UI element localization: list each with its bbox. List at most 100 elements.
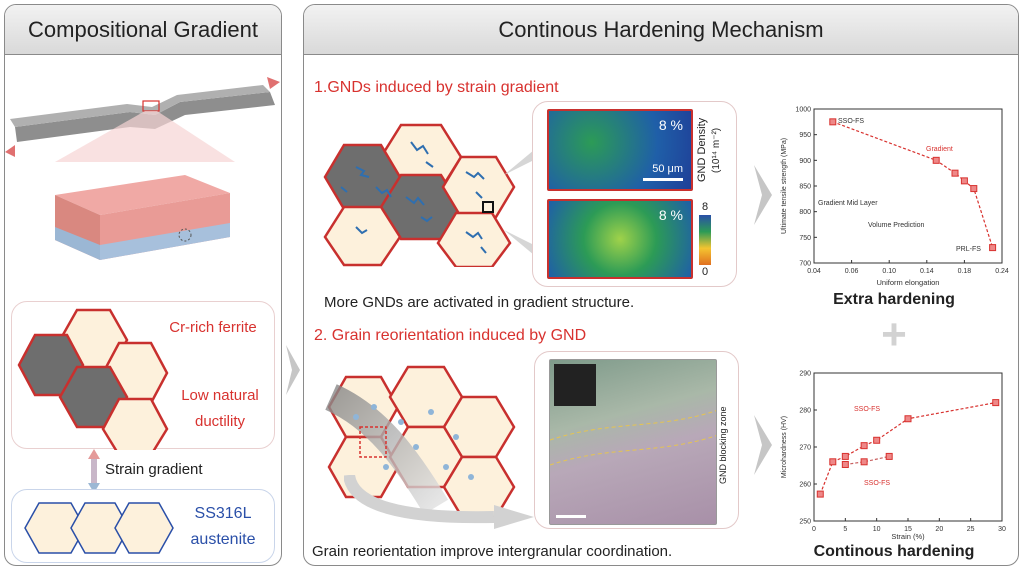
series-line: [832, 121, 994, 248]
left-arrow-icon: [5, 145, 15, 157]
annotation-label: SSO-FS: [838, 118, 864, 125]
x-tick-label: 15: [904, 526, 912, 533]
x-tick-label: 25: [967, 526, 975, 533]
diffraction-inset: [554, 364, 596, 406]
data-point: [960, 177, 968, 185]
ductility-label-line2: ductility: [194, 413, 246, 430]
x-axis-label: Uniform elongation: [877, 278, 940, 287]
x-tick-label: 0: [812, 526, 816, 533]
annotation-label: SSO-FS: [854, 406, 880, 413]
x-tick-label: 0.10: [882, 268, 896, 275]
y-tick-label: 250: [799, 519, 811, 526]
y-tick-label: 700: [799, 261, 811, 268]
data-point: [841, 460, 849, 468]
y-tick-label: 290: [799, 371, 811, 378]
y-tick-label: 280: [799, 408, 811, 415]
chart2-pointer-icon: [754, 415, 772, 475]
map2-strain-label: 8 %: [658, 207, 683, 223]
map1-scale-label: 50 μm: [652, 163, 683, 175]
gnd-grains-illustration: [323, 123, 516, 267]
continous-hardening-label: Continous hardening: [813, 543, 975, 560]
section1-caption: More GNDs are activated in gradient stru…: [324, 294, 635, 311]
austenite-label-line1: SS316L: [194, 505, 252, 522]
grain-reorientation-illustration: [324, 365, 516, 519]
data-point: [829, 118, 837, 126]
annotation-label: Volume Prediction: [868, 222, 925, 229]
left-panel-title: Compositional Gradient: [5, 5, 281, 55]
data-point: [860, 458, 868, 466]
annotation-label: Gradient Mid Layer: [818, 200, 878, 207]
data-point: [970, 185, 978, 193]
map1-strain-label: 8 %: [658, 117, 683, 133]
gnd-axis-unit: (10¹⁴ m⁻²): [711, 127, 722, 173]
double-arrow-icon: [88, 449, 100, 493]
gnd-map-top: 8 % 50 μm: [547, 109, 693, 191]
data-point: [989, 244, 997, 252]
x-tick-label: 0.14: [920, 268, 934, 275]
colorbar-min-label: 0: [702, 266, 709, 278]
ductility-label-line1: Low natural: [181, 387, 259, 404]
section2-caption: Grain reorientation improve intergranula…: [312, 543, 673, 560]
right-arrow-icon: [267, 77, 280, 89]
austenite-grains-illustration: [24, 502, 174, 554]
x-tick-label: 0.18: [958, 268, 972, 275]
y-axis-label: Ultimate tensile strength (MPa): [781, 138, 788, 234]
chart1-pointer-icon: [754, 165, 772, 225]
strain-gradient-label: Strain gradient: [105, 461, 203, 478]
compositional-gradient-panel: Compositional Gradient Cr-rich ferrite L…: [4, 4, 282, 566]
y-tick-label: 950: [799, 132, 811, 139]
hardening-mechanism-panel: Continous Hardening Mechanism 1.GNDs ind…: [303, 4, 1019, 566]
strength-elongation-chart: 0.04 0.06 0.10 0.14 0.18 0.24 700 750 800 850 900 9…: [781, 107, 1009, 288]
x-tick-label: 0.04: [807, 268, 821, 275]
data-point: [932, 156, 940, 164]
map1-scale-bar: [643, 178, 683, 181]
panel-transition-arrow-icon: [286, 345, 300, 395]
austenite-label-line2: austenite: [190, 531, 256, 548]
y-tick-label: 900: [799, 158, 811, 165]
tem-image: [549, 359, 717, 525]
x-axis-label: Strain (%): [891, 532, 925, 541]
data-point: [904, 415, 912, 423]
tensile-specimen-illustration: [5, 77, 280, 162]
y-tick-label: 1000: [795, 107, 811, 114]
data-point: [841, 452, 849, 460]
x-tick-label: 30: [998, 526, 1006, 533]
y-tick-label: 260: [799, 482, 811, 489]
ferrite-label: Cr-rich ferrite: [169, 319, 257, 336]
y-tick-label: 750: [799, 235, 811, 242]
y-tick-label: 270: [799, 445, 811, 452]
gradient-block-illustration: [55, 175, 230, 260]
x-tick-label: 0.06: [845, 268, 859, 275]
gnd-map-bottom: 8 %: [547, 199, 693, 279]
section1-heading: 1.GNDs induced by strain gradient: [314, 79, 559, 96]
tem-label: GND blocking zone: [718, 406, 728, 484]
data-point: [885, 452, 893, 460]
gnd-colorbar: [699, 215, 711, 265]
x-tick-label: 10: [873, 526, 881, 533]
annotation-label: PRL-FS: [956, 246, 981, 253]
ferrite-grains-illustration: [17, 308, 169, 450]
colorbar-max-label: 8: [702, 201, 709, 213]
right-panel-title: Continous Hardening Mechanism: [304, 5, 1018, 55]
data-point: [829, 458, 837, 466]
plus-icon: +: [881, 310, 907, 359]
annotation-label: SSO-FS: [864, 480, 890, 487]
x-tick-label: 0.24: [995, 268, 1009, 275]
section2-heading: 2. Grain reorientation induced by GND: [314, 327, 587, 344]
reorientation-arrow-icon: [344, 475, 534, 529]
data-point: [992, 399, 1000, 407]
plot-frame: [813, 372, 1003, 522]
data-point: [816, 490, 824, 498]
y-tick-label: 800: [799, 209, 811, 216]
tem-boundary-lines: [550, 410, 716, 466]
tem-scale-bar: [556, 515, 586, 518]
data-point: [951, 169, 959, 177]
series-line: [845, 455, 890, 466]
x-tick-label: 20: [935, 526, 943, 533]
y-tick-label: 850: [799, 184, 811, 191]
data-point: [860, 442, 868, 450]
extra-hardening-label: Extra hardening: [833, 291, 955, 308]
x-tick-label: 5: [843, 526, 847, 533]
annotation-label: Gradient: [926, 146, 953, 153]
